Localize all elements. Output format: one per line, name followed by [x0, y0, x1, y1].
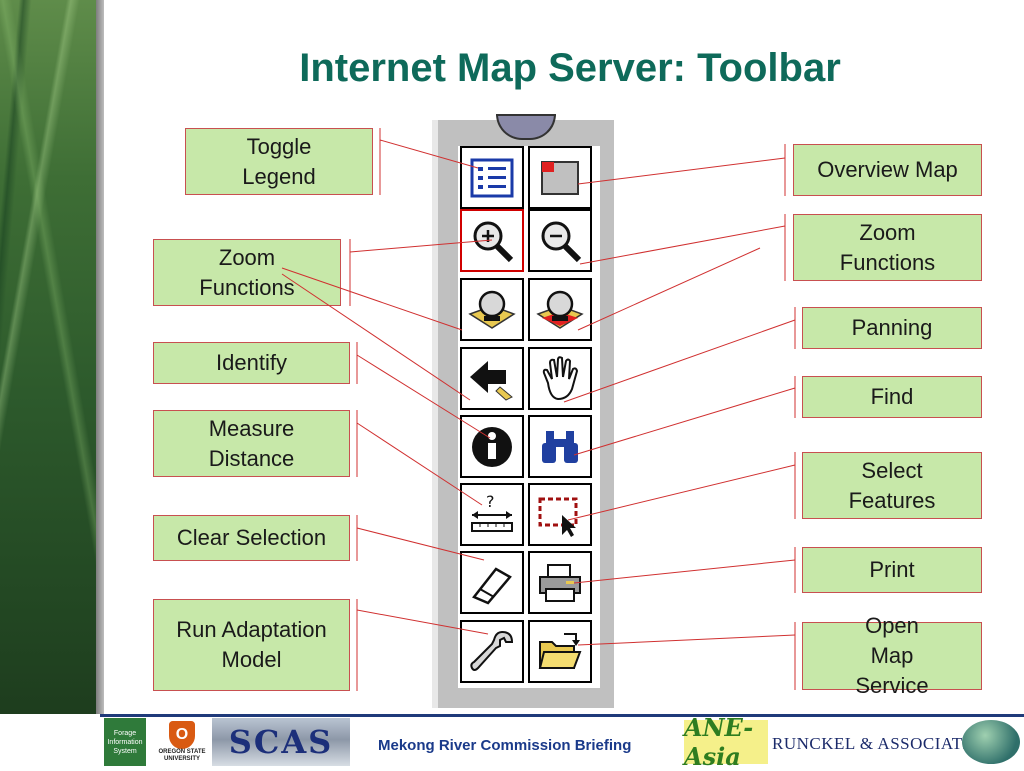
- scas-logo: SCAS: [212, 718, 350, 766]
- open-map-service-button[interactable]: [528, 620, 592, 683]
- grass-border-shadow: [96, 0, 104, 714]
- ane-asia-logo: ANE-Asia: [684, 713, 768, 771]
- label-zoom-functions-right: Zoom Functions: [793, 214, 982, 281]
- measure-ruler-icon: ?: [471, 492, 513, 532]
- printer-icon: [539, 563, 581, 602]
- runckel-associates-logo: RUNCKEL & ASSOCIATES: [772, 734, 984, 753]
- toggle-legend-button[interactable]: [460, 146, 524, 209]
- zoom-active-layer-icon: [536, 290, 584, 329]
- identify-button[interactable]: [460, 415, 524, 478]
- clear-selection-button[interactable]: [460, 551, 524, 614]
- osu-shield-icon: O: [169, 721, 195, 749]
- find-binoculars-icon: [542, 430, 578, 463]
- label-identify: Identify: [153, 342, 350, 384]
- find-button[interactable]: [528, 415, 592, 478]
- svg-text:?: ?: [486, 492, 495, 511]
- zoom-out-button[interactable]: [528, 209, 592, 272]
- select-rectangle-icon: [538, 497, 578, 537]
- pan-button[interactable]: [528, 347, 592, 410]
- back-button[interactable]: [460, 347, 524, 410]
- label-print: Print: [802, 547, 982, 593]
- zoom-in-icon: [473, 221, 514, 262]
- zoom-full-extent-button[interactable]: [460, 278, 524, 341]
- zoom-active-layer-button[interactable]: [528, 278, 592, 341]
- label-panning: Panning: [802, 307, 982, 349]
- legend-icon: [470, 158, 514, 197]
- eraser-icon: [472, 566, 512, 605]
- open-folder-icon: [538, 632, 582, 669]
- label-toggle-legend: Toggle Legend: [185, 128, 373, 195]
- slide-title: Internet Map Server: Toolbar: [299, 46, 841, 90]
- overview-map-button[interactable]: [528, 146, 592, 209]
- label-overview-map: Overview Map: [793, 144, 982, 196]
- label-find: Find: [802, 376, 982, 418]
- identify-info-icon: [472, 426, 512, 467]
- pan-hand-icon: [542, 355, 579, 400]
- label-select-features: Select Features: [802, 452, 982, 519]
- label-clear-selection: Clear Selection: [153, 515, 350, 561]
- label-measure-distance: Measure Distance: [153, 410, 350, 477]
- overview-map-icon: [541, 160, 579, 195]
- label-run-adaptation-model: Run Adaptation Model: [153, 599, 350, 691]
- zoom-in-button[interactable]: [460, 209, 524, 272]
- footer-briefing-text: Mekong River Commission Briefing: [378, 737, 632, 754]
- globe-logo-icon: [962, 720, 1020, 764]
- oregon-state-university-logo: O OREGON STATE UNIVERSITY: [156, 718, 208, 766]
- osu-logo-text: OREGON STATE UNIVERSITY: [158, 749, 206, 762]
- back-arrow-icon: [470, 360, 513, 401]
- grass-background-image: [0, 0, 96, 714]
- measure-button[interactable]: ?: [460, 483, 524, 546]
- zoom-out-icon: [541, 221, 582, 262]
- zoom-full-extent-icon: [468, 290, 516, 329]
- forage-information-system-logo: Forage Information System: [104, 718, 146, 766]
- select-features-button[interactable]: [528, 483, 592, 546]
- wrench-icon: [470, 630, 514, 671]
- label-zoom-functions-left: Zoom Functions: [153, 239, 341, 306]
